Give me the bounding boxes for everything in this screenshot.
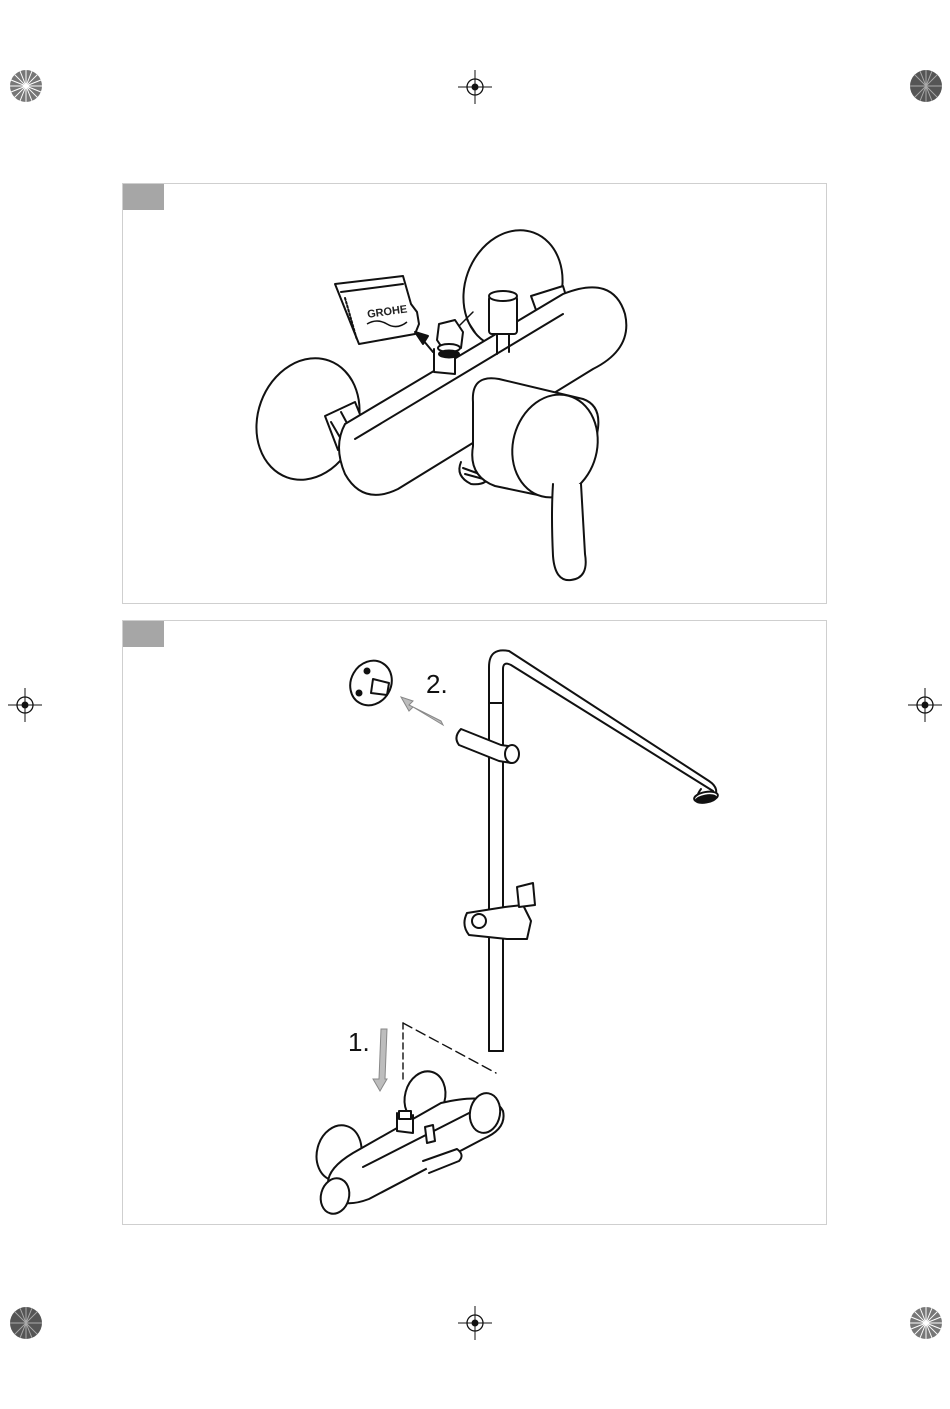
- step-one-label: 1.: [348, 1027, 370, 1058]
- step-two-label: 2.: [426, 669, 448, 700]
- registration-sunburst-icon: [908, 68, 944, 104]
- figure-mixer-grease: GROHE: [122, 183, 827, 604]
- registration-sunburst-icon: [8, 1305, 44, 1341]
- registration-crosshair-icon: [458, 1306, 492, 1340]
- registration-crosshair-icon: [908, 688, 942, 722]
- registration-crosshair-icon: [458, 70, 492, 104]
- registration-sunburst-icon: [908, 1305, 944, 1341]
- shower-illustration: [123, 621, 828, 1226]
- registration-crosshair-icon: [8, 688, 42, 722]
- figure-shower-system: 2. 1.: [122, 620, 827, 1225]
- mixer-illustration: GROHE: [123, 184, 828, 605]
- registration-sunburst-icon: [8, 68, 44, 104]
